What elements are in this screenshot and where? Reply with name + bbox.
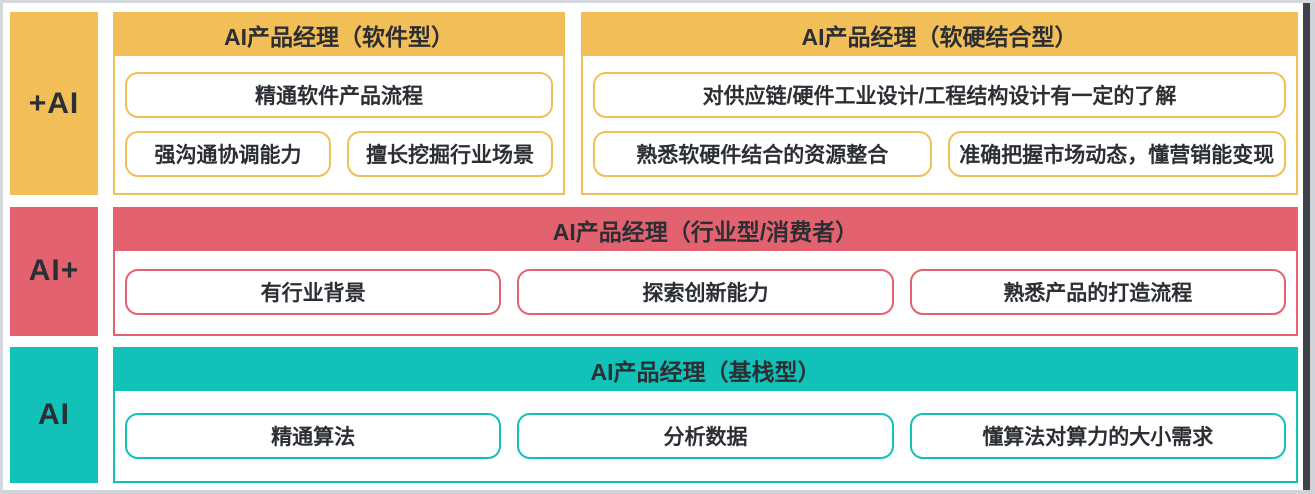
category-title-base-stack: AI产品经理（基栈型） bbox=[115, 349, 1296, 391]
category-content-industry-consumer: 有行业背景 探索创新能力 熟悉产品的打造流程 bbox=[115, 251, 1296, 334]
pill-row: 精通软件产品流程 bbox=[125, 72, 553, 119]
row-body-ai: AI产品经理（基栈型） 精通算法 分析数据 懂算法对算力的大小需求 bbox=[113, 347, 1298, 483]
diagram-canvas: +AI AI产品经理（软件型） 精通软件产品流程 强沟通协调能力 擅长挖掘行业场… bbox=[10, 12, 1298, 483]
row-ai-plus: AI+ AI产品经理（行业型/消费者） 有行业背景 探索创新能力 熟悉产品的打造… bbox=[10, 206, 1298, 336]
skill-pill: 有行业背景 bbox=[125, 269, 502, 315]
skill-pill: 擅长挖掘行业场景 bbox=[347, 130, 553, 177]
category-box-software-hardware: AI产品经理（软硬结合型） 对供应链/硬件工业设计/工程结构设计有一定的了解 熟… bbox=[581, 12, 1298, 195]
pill-row: 精通算法 分析数据 懂算法对算力的大小需求 bbox=[125, 413, 1286, 459]
row-ai: AI AI产品经理（基栈型） 精通算法 分析数据 懂算法对算力的大小需求 bbox=[10, 347, 1298, 483]
skill-pill: 强沟通协调能力 bbox=[125, 130, 331, 177]
skill-pill: 准确把握市场动态，懂营销能变现 bbox=[947, 130, 1286, 177]
category-title-industry-consumer: AI产品经理（行业型/消费者） bbox=[115, 208, 1296, 251]
category-content-base-stack: 精通算法 分析数据 懂算法对算力的大小需求 bbox=[115, 391, 1296, 481]
pill-row: 强沟通协调能力 擅长挖掘行业场景 bbox=[125, 130, 553, 177]
row-plus-ai: +AI AI产品经理（软件型） 精通软件产品流程 强沟通协调能力 擅长挖掘行业场… bbox=[10, 12, 1298, 195]
category-box-base-stack: AI产品经理（基栈型） 精通算法 分析数据 懂算法对算力的大小需求 bbox=[113, 347, 1298, 483]
category-box-software: AI产品经理（软件型） 精通软件产品流程 强沟通协调能力 擅长挖掘行业场景 bbox=[113, 12, 565, 195]
skill-pill: 分析数据 bbox=[517, 413, 894, 459]
skill-pill: 精通软件产品流程 bbox=[125, 72, 553, 119]
row-body-plus-ai: AI产品经理（软件型） 精通软件产品流程 强沟通协调能力 擅长挖掘行业场景 AI… bbox=[113, 12, 1298, 195]
skill-pill: 探索创新能力 bbox=[517, 269, 894, 315]
pill-row: 熟悉软硬件结合的资源整合 准确把握市场动态，懂营销能变现 bbox=[593, 130, 1286, 177]
skill-pill: 精通算法 bbox=[125, 413, 502, 459]
pill-row: 对供应链/硬件工业设计/工程结构设计有一定的了解 bbox=[593, 72, 1286, 119]
row-label-ai-plus: AI+ bbox=[10, 206, 98, 336]
skill-pill: 熟悉产品的打造流程 bbox=[909, 269, 1286, 315]
row-label-plus-ai: +AI bbox=[10, 12, 98, 195]
pill-row: 有行业背景 探索创新能力 熟悉产品的打造流程 bbox=[125, 269, 1286, 315]
category-content-software: 精通软件产品流程 强沟通协调能力 擅长挖掘行业场景 bbox=[115, 56, 563, 193]
category-title-software: AI产品经理（软件型） bbox=[115, 14, 563, 56]
row-label-ai: AI bbox=[10, 347, 98, 483]
skill-pill: 对供应链/硬件工业设计/工程结构设计有一定的了解 bbox=[593, 72, 1286, 119]
category-box-industry-consumer: AI产品经理（行业型/消费者） 有行业背景 探索创新能力 熟悉产品的打造流程 bbox=[113, 206, 1298, 336]
skill-pill: 懂算法对算力的大小需求 bbox=[909, 413, 1286, 459]
skill-pill: 熟悉软硬件结合的资源整合 bbox=[593, 130, 932, 177]
window-right-edge bbox=[1303, 3, 1315, 490]
category-content-software-hardware: 对供应链/硬件工业设计/工程结构设计有一定的了解 熟悉软硬件结合的资源整合 准确… bbox=[583, 56, 1296, 193]
category-title-software-hardware: AI产品经理（软硬结合型） bbox=[583, 14, 1296, 56]
row-body-ai-plus: AI产品经理（行业型/消费者） 有行业背景 探索创新能力 熟悉产品的打造流程 bbox=[113, 206, 1298, 336]
